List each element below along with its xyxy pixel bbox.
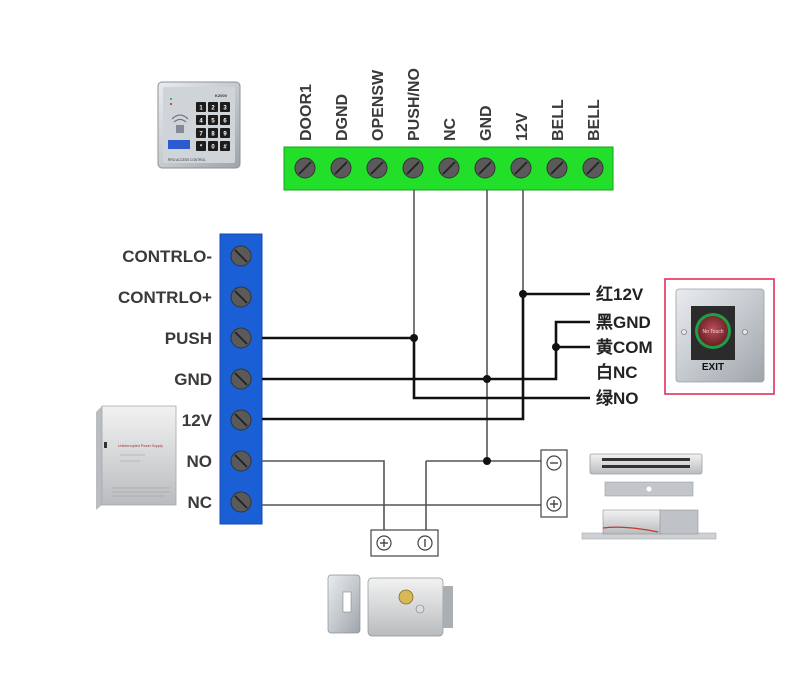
power-supply-terminal-label: GND [174,370,212,389]
screw-icon [230,286,252,308]
bolt-lock-image [581,509,717,540]
screw-icon [366,157,388,179]
svg-text:9: 9 [223,132,227,138]
controller-terminal-label: BELL [586,99,603,141]
controller-terminal-label: BELL [550,99,567,141]
junction-dot [552,343,560,351]
controller-terminal-label: GND [478,105,495,141]
svg-text:4: 4 [199,119,203,125]
keypad-image: K2000 1 2 3 4 5 6 7 8 9 * 0 # RFID ACCESS CONTROL [157,81,241,169]
controller-terminal-label: OPENSW [370,69,387,141]
screw-icon [510,157,532,179]
label-white-nc: 白NC [596,362,638,382]
junction-dot [483,375,491,383]
svg-text:3: 3 [223,106,227,112]
screw-icon [230,245,252,267]
power-supply-terminal-label: NO [187,452,213,471]
keypad-key: * [196,141,206,151]
keypad-footer: RFID ACCESS CONTROL [168,158,206,162]
controller-terminal-block: DOOR1 DGND OPENSW PUSH/NO NC GND 12V BELL BELL [283,68,614,191]
exit-button-image: No Touch EXIT [664,278,775,395]
maglock-image [589,453,703,497]
svg-text:5: 5 [211,119,215,125]
exit-button-wire-labels: 红12V 黑GND 黄COM 白NC 绿NO [596,284,653,408]
exit-button-frame [664,278,775,395]
keypad-key: 6 [220,115,230,125]
screw-icon [230,368,252,390]
screw-icon [402,157,424,179]
power-supply-label: Uninterrupted Power Supply [118,444,163,448]
wire-push-to-no [262,336,590,400]
screw-icon [230,327,252,349]
svg-text:6: 6 [223,119,227,125]
label-red-12v: 红12V [596,284,644,304]
maglock-terminal-box [540,449,568,518]
keypad-key: 0 [208,141,218,151]
power-supply-terminal-label: PUSH [165,329,212,348]
controller-terminal-label: 12V [514,112,531,141]
exit-button-face-text: No Touch [702,329,723,335]
label-yellow-com: 黄COM [596,337,653,357]
controller-terminal-label: NC [442,117,459,141]
exit-button-face [698,316,728,346]
junction-dot [519,290,527,298]
svg-text:8: 8 [211,132,215,138]
screw-icon [582,157,604,179]
screw-icon [438,157,460,179]
wire-gnd-to-gnd [262,320,590,381]
keypad-key: 4 [196,115,206,125]
keypad-key: 9 [220,128,230,138]
junction-dot [483,457,491,465]
keypad-key: 3 [220,102,230,112]
screw-icon [294,157,316,179]
power-supply-terminal-label: 12V [182,411,213,430]
screw-icon [474,157,496,179]
svg-text:7: 7 [199,132,203,138]
screw-icon [230,409,252,431]
key-cylinder [398,589,414,605]
keypad-key: # [220,141,230,151]
rim-lock-image [327,574,453,637]
keypad-keys: 1 2 3 4 5 6 7 8 9 * 0 # [196,102,230,151]
label-green-no: 绿NO [596,388,639,408]
wire-12v [262,292,590,421]
svg-text:*: * [200,145,203,151]
power-supply-terminal-label: CONTRLO+ [118,288,212,307]
svg-text:1: 1 [199,106,203,112]
power-supply-terminal-label: NC [187,493,212,512]
electric-lock-terminal-box [370,529,439,557]
svg-text:#: # [223,145,227,151]
keypad-key: 5 [208,115,218,125]
screw-icon [546,157,568,179]
controller-terminal-label: DGND [334,94,351,141]
screw-icon [330,157,352,179]
wires [262,190,590,530]
rfid-icon [171,114,189,123]
screw-icon [230,450,252,472]
keypad-key: 1 [196,102,206,112]
svg-text:2: 2 [211,106,215,112]
keypad-key: 7 [196,128,206,138]
label-black-gnd: 黑GND [596,313,651,332]
screw-icon [230,491,252,513]
power-supply-terminal-label: CONTRLO- [122,247,212,266]
keypad-model: K2000 [215,93,228,98]
controller-terminal-label: PUSH/NO [406,68,423,141]
junction-dot [410,334,418,342]
exit-button-caption: EXIT [702,362,724,373]
power-supply-box-image: Uninterrupted Power Supply [96,405,177,510]
keypad-key: 8 [208,128,218,138]
controller-terminal-label: DOOR1 [298,84,315,141]
wire-no-to-lock [262,460,385,530]
keypad-key: 2 [208,102,218,112]
svg-text:0: 0 [211,145,215,151]
